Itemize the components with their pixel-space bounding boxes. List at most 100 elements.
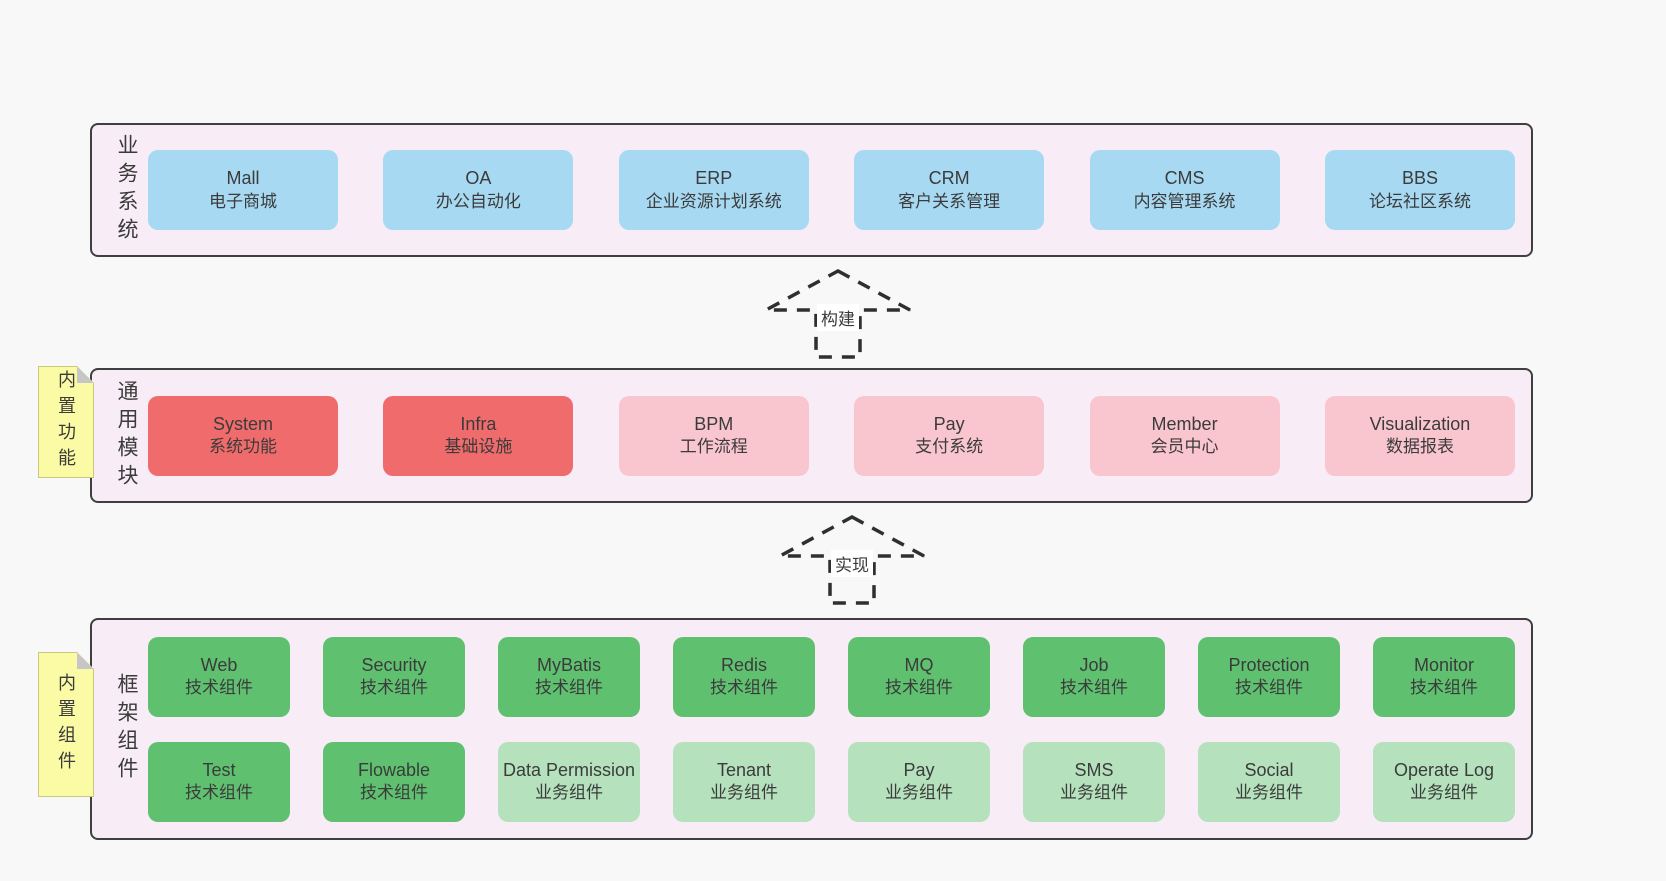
box-security-sub: 技术组件 bbox=[360, 678, 428, 698]
box-mybatis-name: MyBatis bbox=[536, 654, 601, 675]
box-protection-name: Protection bbox=[1228, 654, 1310, 675]
box-mybatis: MyBatis 技术组件 bbox=[498, 636, 640, 717]
box-protection: Protection 技术组件 bbox=[1198, 636, 1340, 717]
box-web-sub: 技术组件 bbox=[185, 678, 253, 698]
box-mq-name: MQ bbox=[904, 654, 934, 675]
box-pay-module-sub: 支付系统 bbox=[915, 437, 984, 457]
box-bbs: BBS 论坛社区系统 bbox=[1324, 150, 1515, 230]
framework-components-row-1: Web 技术组件 Security 技术组件 MyBatis 技术组件 Redi… bbox=[148, 636, 1515, 717]
box-sms-name: SMS bbox=[1074, 759, 1114, 780]
box-job-sub: 技术组件 bbox=[1060, 678, 1128, 698]
box-web-name: Web bbox=[200, 654, 238, 675]
box-pay-component: Pay 业务组件 bbox=[848, 741, 990, 822]
box-erp-name: ERP bbox=[695, 168, 733, 189]
band-business-systems: 业务系统 Mall 电子商城 OA 办公自动化 ERP 企业资源计划系统 CRM… bbox=[90, 123, 1533, 257]
up-arrow-dashed-icon bbox=[779, 515, 925, 605]
sticky-note-built-in-components-label: 内置组件 bbox=[56, 672, 76, 777]
box-tenant: Tenant 业务组件 bbox=[673, 741, 815, 822]
box-oa-name: OA bbox=[465, 168, 492, 189]
box-flowable-name: Flowable bbox=[357, 759, 431, 780]
box-mq: MQ 技术组件 bbox=[848, 636, 990, 717]
box-oa-sub: 办公自动化 bbox=[435, 191, 521, 211]
box-flowable-sub: 技术组件 bbox=[360, 783, 428, 803]
box-mq-sub: 技术组件 bbox=[885, 678, 953, 698]
arrow-implement-label: 实现 bbox=[831, 550, 873, 577]
box-bpm: BPM 工作流程 bbox=[618, 395, 809, 476]
box-tenant-sub: 业务组件 bbox=[710, 783, 778, 803]
framework-components-rows: Web 技术组件 Security 技术组件 MyBatis 技术组件 Redi… bbox=[148, 620, 1515, 838]
box-infra-name: Infra bbox=[460, 413, 497, 434]
box-mall: Mall 电子商城 bbox=[148, 150, 338, 230]
box-monitor: Monitor 技术组件 bbox=[1373, 636, 1515, 717]
box-protection-sub: 技术组件 bbox=[1235, 678, 1303, 698]
box-job: Job 技术组件 bbox=[1023, 636, 1165, 717]
box-crm-sub: 客户关系管理 bbox=[898, 191, 1001, 211]
box-mall-name: Mall bbox=[226, 168, 260, 189]
box-oa: OA 办公自动化 bbox=[383, 150, 574, 230]
box-web: Web 技术组件 bbox=[148, 636, 290, 717]
box-social-name: Social bbox=[1244, 759, 1294, 780]
box-bbs-sub: 论坛社区系统 bbox=[1368, 191, 1471, 211]
box-mall-sub: 电子商城 bbox=[209, 191, 277, 211]
box-visualization-sub: 数据报表 bbox=[1385, 437, 1454, 457]
box-redis-sub: 技术组件 bbox=[710, 678, 778, 698]
band-business-systems-label: 业务系统 bbox=[115, 134, 138, 246]
box-redis-name: Redis bbox=[720, 654, 768, 675]
sticky-note-built-in-components: 内置组件 bbox=[38, 652, 94, 797]
business-systems-boxes: Mall 电子商城 OA 办公自动化 ERP 企业资源计划系统 CRM 客户关系… bbox=[148, 125, 1515, 255]
box-operate-log: Operate Log 业务组件 bbox=[1373, 741, 1515, 822]
box-test: Test 技术组件 bbox=[148, 741, 290, 822]
box-cms-name: CMS bbox=[1164, 168, 1205, 189]
arrow-build: 构建 bbox=[763, 268, 913, 360]
band-framework-components: 框架组件 Web 技术组件 Security 技术组件 MyBatis 技术组件… bbox=[90, 618, 1533, 840]
box-pay-module: Pay 支付系统 bbox=[854, 395, 1045, 476]
box-system-name: System bbox=[212, 413, 273, 434]
sticky-note-built-in-features: 内置功能 bbox=[38, 366, 94, 478]
box-data-permission: Data Permission 业务组件 bbox=[498, 741, 640, 822]
box-member: Member 会员中心 bbox=[1089, 395, 1280, 476]
box-crm-name: CRM bbox=[928, 168, 970, 189]
box-bpm-sub: 工作流程 bbox=[679, 437, 748, 457]
band-common-modules: 通用模块 System 系统功能 Infra 基础设施 BPM 工作流程 Pay… bbox=[90, 368, 1533, 503]
framework-components-row-2: Test 技术组件 Flowable 技术组件 Data Permission … bbox=[148, 741, 1515, 822]
common-modules-boxes: System 系统功能 Infra 基础设施 BPM 工作流程 Pay 支付系统… bbox=[148, 370, 1515, 501]
box-visualization-name: Visualization bbox=[1369, 413, 1471, 434]
box-operate-log-name: Operate Log bbox=[1393, 759, 1495, 780]
box-monitor-sub: 技术组件 bbox=[1410, 678, 1478, 698]
box-test-sub: 技术组件 bbox=[185, 783, 253, 803]
box-infra-sub: 基础设施 bbox=[444, 437, 513, 457]
box-system-sub: 系统功能 bbox=[209, 437, 277, 457]
box-pay-module-name: Pay bbox=[933, 413, 965, 434]
box-pay-component-name: Pay bbox=[903, 759, 935, 780]
box-visualization: Visualization 数据报表 bbox=[1324, 395, 1515, 476]
box-data-permission-sub: 业务组件 bbox=[535, 783, 603, 803]
box-job-name: Job bbox=[1079, 654, 1109, 675]
box-bpm-name: BPM bbox=[694, 413, 734, 434]
box-infra: Infra 基础设施 bbox=[383, 395, 574, 476]
box-member-sub: 会员中心 bbox=[1150, 437, 1219, 457]
box-tenant-name: Tenant bbox=[716, 759, 772, 780]
box-system: System 系统功能 bbox=[148, 395, 338, 476]
box-security-name: Security bbox=[361, 654, 427, 675]
box-redis: Redis 技术组件 bbox=[673, 636, 815, 717]
box-bbs-name: BBS bbox=[1401, 168, 1438, 189]
box-sms-sub: 业务组件 bbox=[1060, 783, 1128, 803]
arrow-implement: 实现 bbox=[777, 514, 927, 606]
box-cms-sub: 内容管理系统 bbox=[1133, 191, 1236, 211]
up-arrow-dashed-icon bbox=[765, 269, 911, 359]
box-pay-component-sub: 业务组件 bbox=[885, 783, 953, 803]
box-member-name: Member bbox=[1151, 413, 1218, 434]
box-flowable: Flowable 技术组件 bbox=[323, 741, 465, 822]
box-data-permission-name: Data Permission bbox=[502, 759, 636, 780]
band-common-modules-label: 通用模块 bbox=[115, 379, 138, 492]
arrow-build-label: 构建 bbox=[817, 304, 859, 331]
box-cms: CMS 内容管理系统 bbox=[1089, 150, 1280, 230]
box-security: Security 技术组件 bbox=[323, 636, 465, 717]
box-mybatis-sub: 技术组件 bbox=[535, 678, 603, 698]
box-monitor-name: Monitor bbox=[1413, 654, 1475, 675]
band-framework-components-label: 框架组件 bbox=[115, 673, 138, 785]
box-erp: ERP 企业资源计划系统 bbox=[618, 150, 809, 230]
sticky-note-built-in-features-label: 内置功能 bbox=[56, 370, 76, 474]
box-operate-log-sub: 业务组件 bbox=[1410, 783, 1478, 803]
